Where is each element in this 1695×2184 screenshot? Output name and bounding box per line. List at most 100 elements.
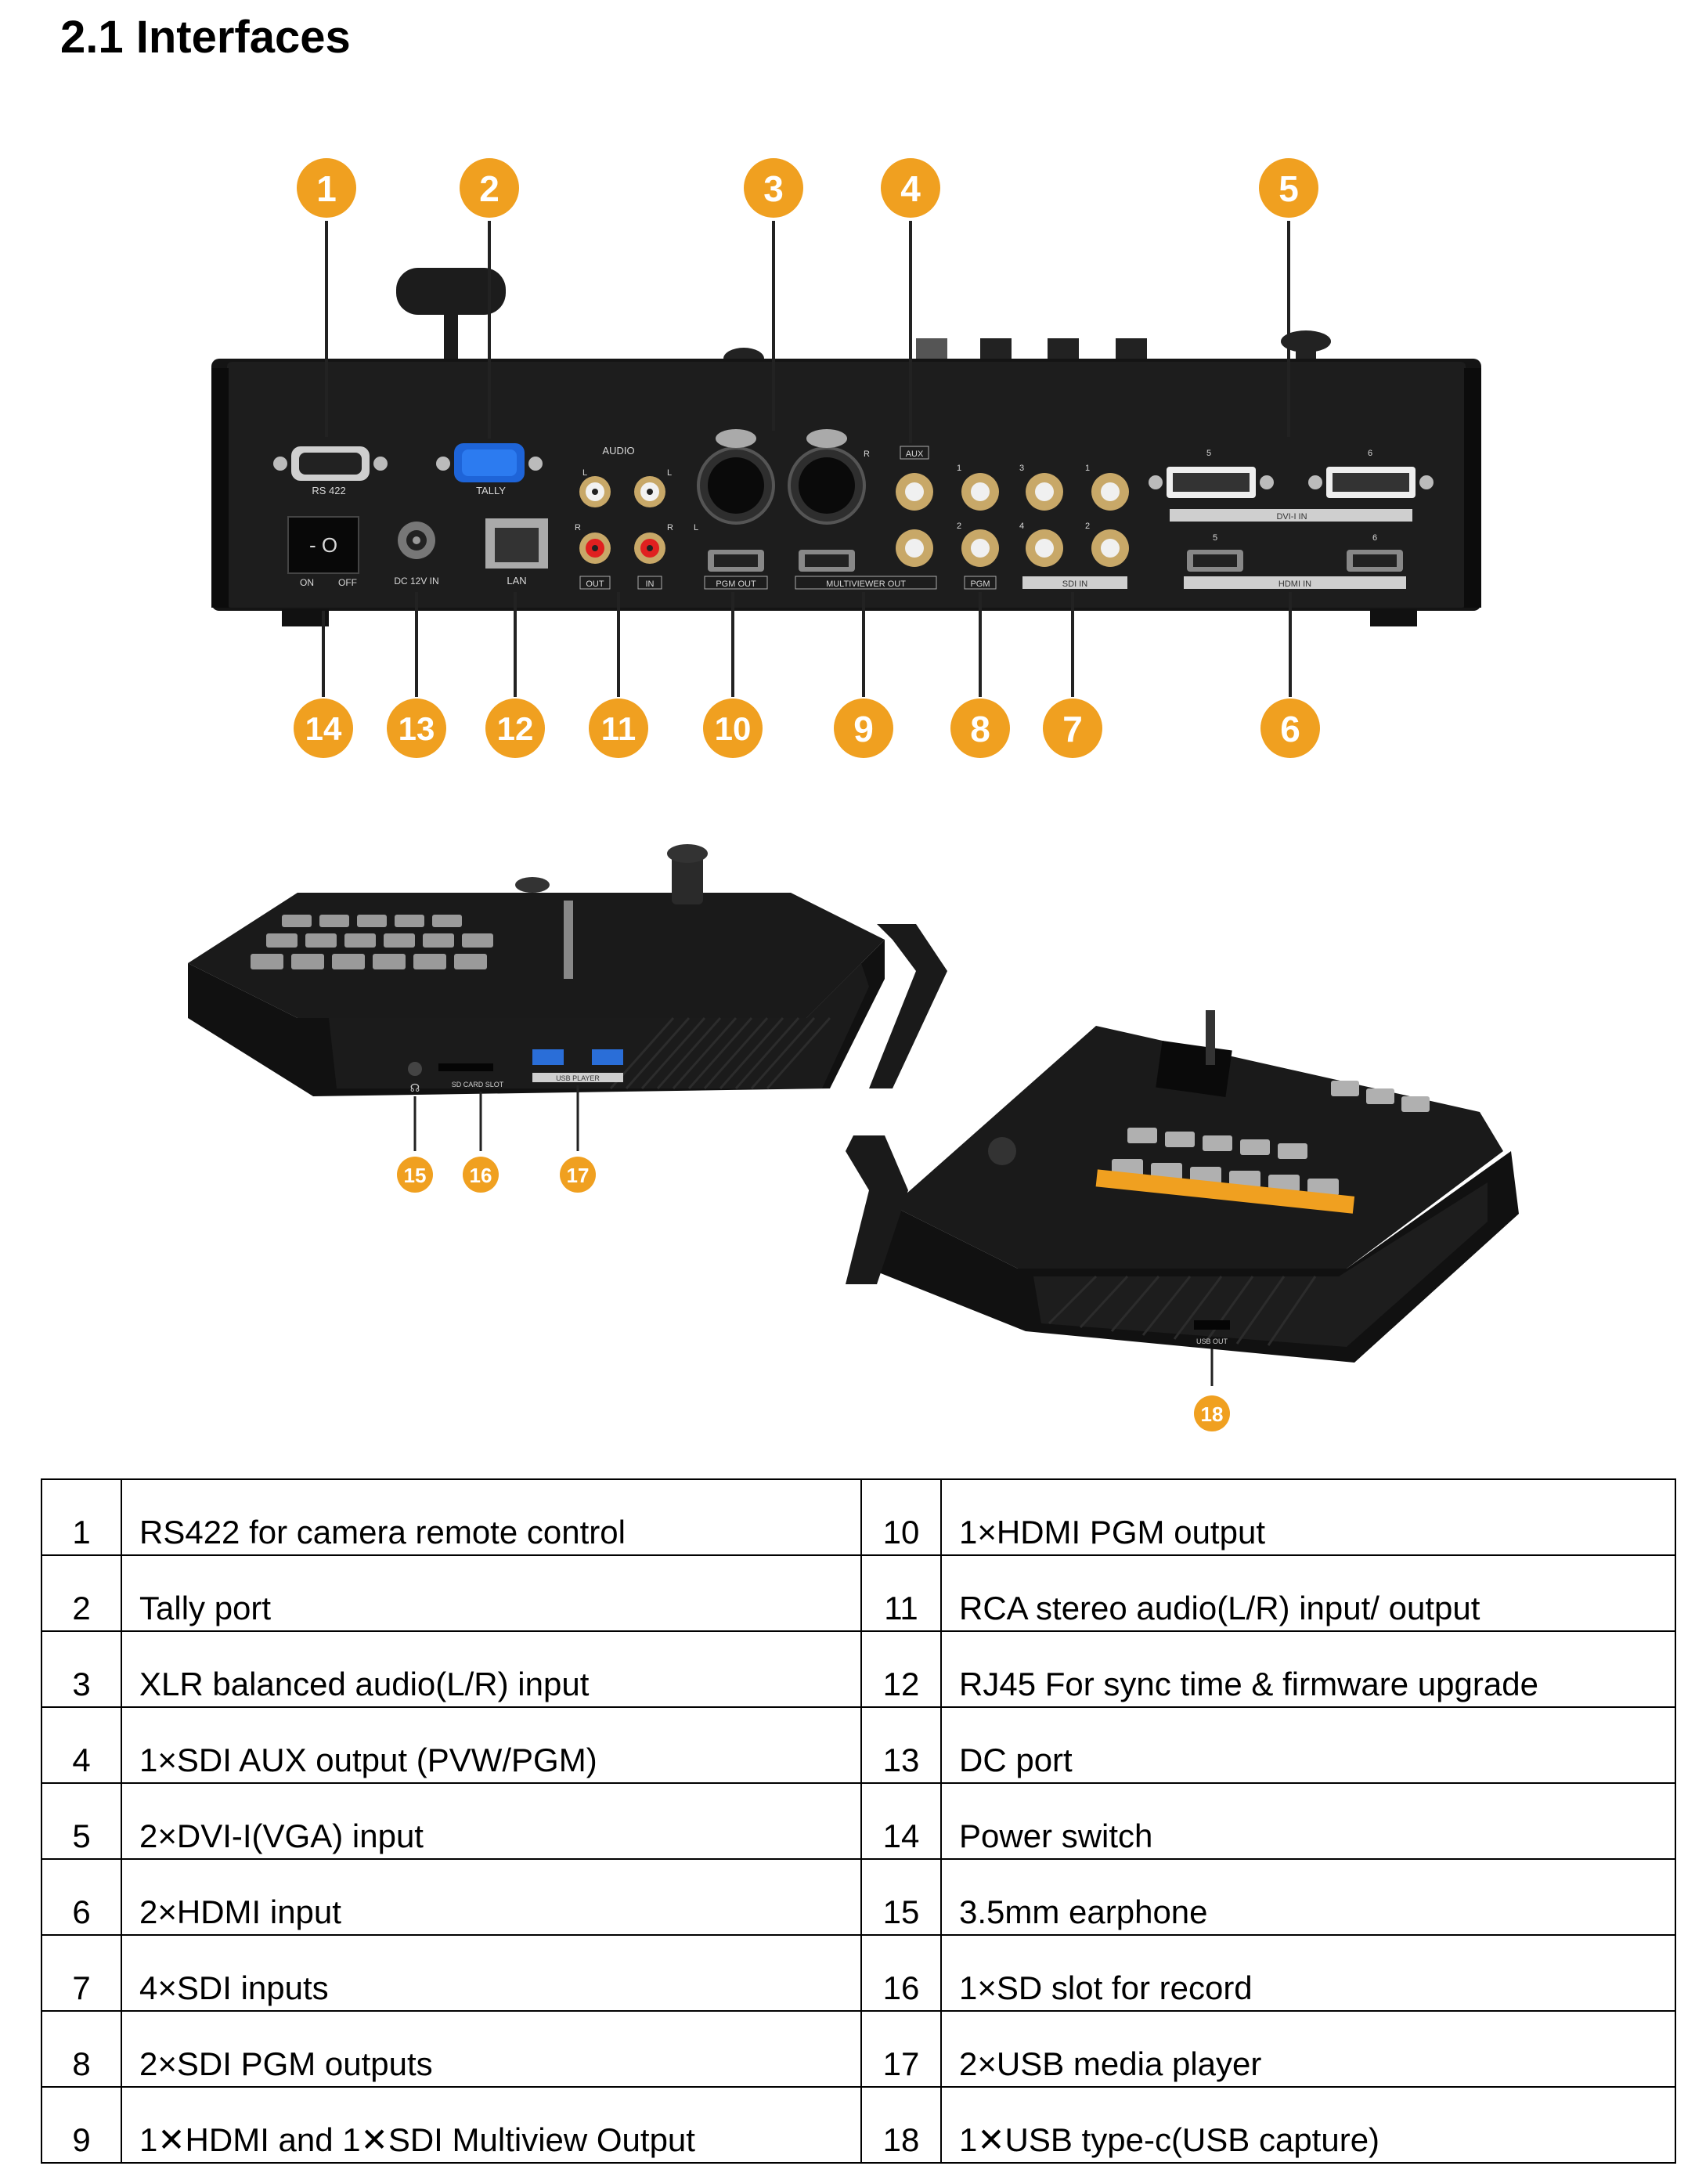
item-number: 9 <box>41 2086 122 2164</box>
bnc-4-label: 4 <box>1019 522 1024 531</box>
callout-11-marker <box>589 699 648 758</box>
item-description: Tally port <box>121 1554 862 1632</box>
audio-label: AUDIO <box>602 445 634 457</box>
callout-9-marker <box>834 699 893 758</box>
callout-13-marker <box>387 699 446 758</box>
device-figure: RS 422 TALLY - O ON OFF DC 12V IN LAN AU… <box>188 158 1519 1431</box>
callout-8-marker <box>950 699 1010 758</box>
callout-2-marker <box>460 158 519 218</box>
item-number: 5 <box>41 1782 122 1860</box>
item-description: Power switch <box>940 1782 1676 1860</box>
headphone-icon: ☊ <box>410 1081 420 1094</box>
callout-1: 1 <box>316 168 337 209</box>
callout-leaders <box>322 221 1292 697</box>
usb-out-label: USB OUT <box>1196 1337 1228 1345</box>
item-description: 3.5mm earphone <box>940 1858 1676 1936</box>
section-title: 2.1 Interfaces <box>60 12 351 63</box>
callout-13: 13 <box>399 710 435 747</box>
bnc-1b-label: 1 <box>1085 464 1090 473</box>
dc-label: DC 12V IN <box>394 576 438 587</box>
callout-7-marker <box>1043 699 1102 758</box>
item-description: 2×USB media player <box>940 2010 1676 2088</box>
callout-12: 12 <box>497 710 534 747</box>
item-number: 17 <box>860 2010 942 2088</box>
dvi-5-label: 5 <box>1206 449 1211 458</box>
device-front-view: USB OUT <box>846 1010 1519 1363</box>
item-description: 4×SDI inputs <box>121 1934 862 2012</box>
aux-label: AUX <box>906 449 924 459</box>
callout-3: 3 <box>763 168 784 209</box>
audio-l-label-2: L <box>667 468 672 478</box>
callout-6-marker <box>1260 699 1320 758</box>
item-number: 6 <box>41 1858 122 1936</box>
dvi-in-label: DVI-I IN <box>1276 512 1307 522</box>
item-number: 12 <box>860 1630 942 1708</box>
hdmi-5-label: 5 <box>1213 533 1217 543</box>
xlr-r-label: R <box>864 449 870 459</box>
bnc-2-label: 2 <box>957 522 961 531</box>
usb-player-label: USB PLAYER <box>556 1074 600 1082</box>
item-number: 15 <box>860 1858 942 1936</box>
audio-r-label: R <box>575 523 581 532</box>
device-side-view: SD CARD SLOT USB PLAYER ☊ <box>188 844 947 1096</box>
item-description: 1×SD slot for record <box>940 1934 1676 2012</box>
bnc-2b-label: 2 <box>1085 522 1090 531</box>
item-description: 1×SDI AUX output (PVW/PGM) <box>121 1706 862 1784</box>
xlr-l-label: L <box>694 523 698 532</box>
callout-12-marker <box>485 699 545 758</box>
callout-5-marker <box>1259 158 1318 218</box>
svg-text:- O: - O <box>309 533 337 557</box>
item-number: 8 <box>41 2010 122 2088</box>
audio-r-label-2: R <box>667 523 673 532</box>
item-number: 7 <box>41 1934 122 2012</box>
hdmi-in-label: HDMI IN <box>1278 579 1311 589</box>
in-label: IN <box>646 579 655 589</box>
item-number: 14 <box>860 1782 942 1860</box>
out-label: OUT <box>586 579 604 589</box>
callout-15-marker <box>397 1157 433 1193</box>
callout-3-marker <box>744 158 803 218</box>
item-number: 4 <box>41 1706 122 1784</box>
item-number: 11 <box>860 1554 942 1632</box>
rs422-label: RS 422 <box>312 485 345 496</box>
sdi-in-label: SDI IN <box>1062 579 1087 589</box>
item-number: 16 <box>860 1934 942 2012</box>
audio-l-label: L <box>582 468 587 478</box>
callout-4: 4 <box>900 168 921 209</box>
bnc-1-label: 1 <box>957 464 961 473</box>
callouts-rear: 1 2 3 4 5 6 7 8 9 10 11 12 13 14 <box>294 158 1320 758</box>
item-number: 10 <box>860 1478 942 1556</box>
multiviewer-out-label: MULTIVIEWER OUT <box>826 579 906 589</box>
item-number: 1 <box>41 1478 122 1556</box>
callout-10: 10 <box>715 710 752 747</box>
item-description: DC port <box>940 1706 1676 1784</box>
item-number: 3 <box>41 1630 122 1708</box>
item-description: RS422 for camera remote control <box>121 1478 862 1556</box>
callout-6: 6 <box>1280 709 1300 749</box>
callout-10-marker <box>703 699 763 758</box>
callout-8: 8 <box>970 709 990 749</box>
pgm-label: PGM <box>970 579 990 589</box>
item-description: XLR balanced audio(L/R) input <box>121 1630 862 1708</box>
callout-2: 2 <box>479 168 499 209</box>
item-description: 2×DVI-I(VGA) input <box>121 1782 862 1860</box>
item-description: RJ45 For sync time & firmware upgrade <box>940 1630 1676 1708</box>
item-description: RCA stereo audio(L/R) input/ output <box>940 1554 1676 1632</box>
callout-17: 17 <box>567 1164 590 1187</box>
item-number: 13 <box>860 1706 942 1784</box>
callout-18: 18 <box>1201 1402 1224 1426</box>
item-description: 1✕HDMI and 1✕SDI Multiview Output <box>121 2086 862 2164</box>
callout-14: 14 <box>305 710 342 747</box>
callouts-side: 15 16 17 18 <box>397 1157 1230 1431</box>
callout-1-marker <box>297 158 356 218</box>
callout-9: 9 <box>853 709 874 749</box>
